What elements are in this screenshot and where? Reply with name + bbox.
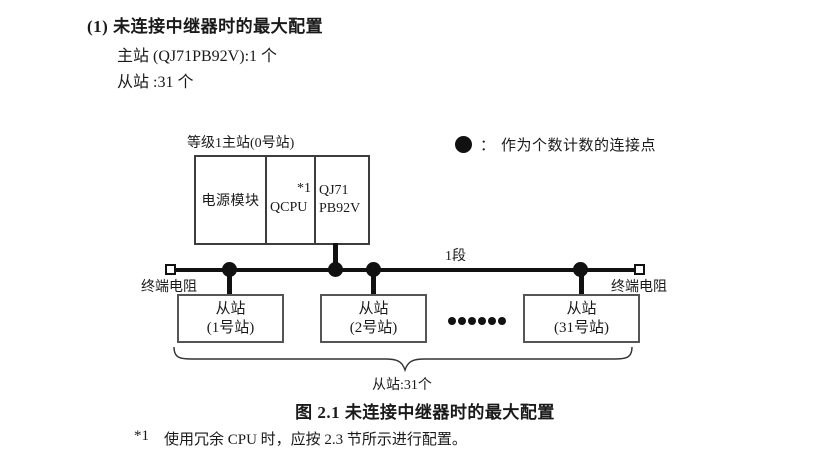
slave31-drop-line	[579, 271, 584, 295]
qcpu-footnote-mark: *1	[297, 181, 311, 196]
footnote-text: 使用冗余 CPU 时，应按 2.3 节所示进行配置。	[164, 432, 467, 448]
master-station-label: 等级1主站(0号站)	[187, 136, 295, 151]
terminating-resistor-label-right: 终端电阻	[611, 280, 667, 295]
qcpu-label: QCPU	[270, 200, 308, 215]
slave-count-brace-icon	[173, 346, 633, 373]
connection-point-dot-icon	[455, 136, 472, 153]
master-count-line: 主站 (QJ71PB92V):1 个	[117, 48, 278, 65]
legend-separator: ：	[480, 138, 496, 154]
slave31-line2: (31号站)	[554, 319, 609, 336]
legend-text: 作为个数计数的连接点	[501, 138, 657, 154]
slave2-drop-line	[371, 271, 376, 295]
slave2-line2: (2号站)	[349, 319, 398, 336]
slave-count-line: 从站 :31 个	[117, 74, 194, 91]
terminating-resistor-node-right	[634, 264, 645, 275]
figure-caption: 图 2.1 未连接中继器时的最大配置	[295, 403, 555, 422]
footnote: *1 使用冗余 CPU 时，应按 2.3 节所示进行配置。	[134, 428, 467, 449]
ellipsis-dots-icon	[448, 317, 506, 325]
slave1-line2: (1号站)	[206, 319, 255, 336]
terminating-resistor-label-left: 终端电阻	[141, 280, 197, 295]
pb92v-cell: QJ71 PB92V	[316, 157, 368, 243]
connection-point-dot-icon	[573, 262, 588, 277]
legend: ： 作为个数计数的连接点	[455, 134, 656, 155]
connection-point-dot-icon	[222, 262, 237, 277]
slave-station-box-31: 从站 (31号站)	[523, 294, 640, 343]
slave-station-box-1: 从站 (1号站)	[177, 294, 284, 343]
connection-point-dot-icon	[328, 262, 343, 277]
pb92v-line1: QJ71	[319, 182, 349, 198]
slave-total-label: 从站:31个	[372, 378, 432, 393]
master-station-box: 电源模块 *1 QCPU QJ71 PB92V	[194, 155, 370, 245]
slave1-line1: 从站	[215, 300, 246, 317]
pb92v-line2: PB92V	[319, 201, 361, 216]
master-drop-line	[333, 243, 338, 269]
segment-label: 1段	[445, 249, 466, 264]
qcpu-cell: *1 QCPU	[267, 157, 316, 243]
slave1-drop-line	[227, 271, 232, 295]
section-heading: (1) 未连接中继器时的最大配置	[87, 17, 324, 36]
slave2-line1: 从站	[358, 300, 389, 317]
footnote-marker: *1	[134, 428, 149, 444]
bus-line	[176, 268, 635, 272]
slave31-line1: 从站	[566, 300, 597, 317]
power-module-cell: 电源模块	[196, 157, 267, 243]
connection-point-dot-icon	[366, 262, 381, 277]
slave-station-box-2: 从站 (2号站)	[320, 294, 427, 343]
terminating-resistor-node-left	[165, 264, 176, 275]
